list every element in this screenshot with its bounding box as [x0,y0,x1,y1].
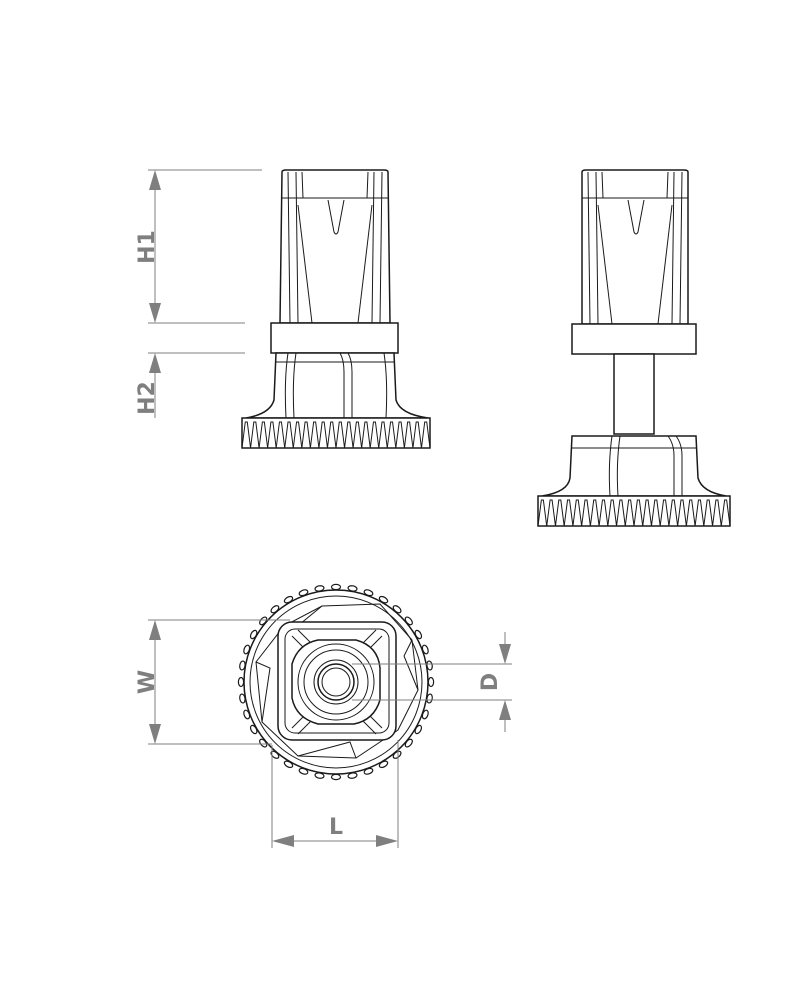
side-view-extended [537,169,731,527]
dimension-label-w: W [135,670,160,694]
dimension-label-l: L [329,815,343,840]
dimension-label-h1: H1 [135,230,160,264]
dimension-label-h2: H2 [135,381,160,415]
top-view [237,583,435,781]
dimension-annotations: H1 H2 W D L [135,169,512,848]
dimension-label-d: D [478,673,503,691]
front-view-collapsed [241,169,431,449]
